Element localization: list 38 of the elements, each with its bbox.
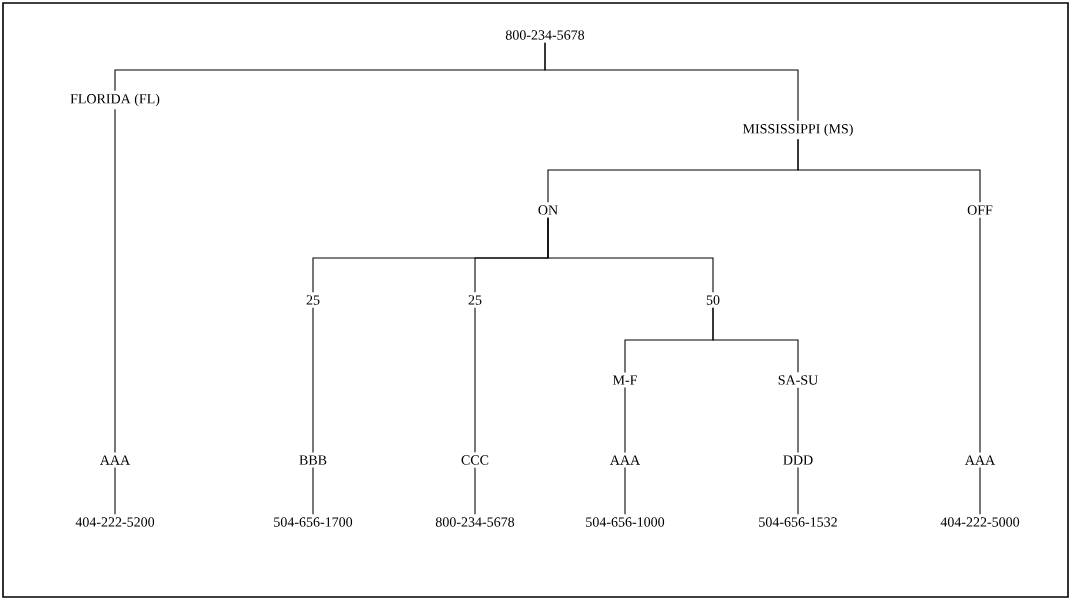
connector-line	[474, 467, 476, 515]
node-label: 404-222-5000	[940, 517, 1020, 527]
node-label: AAA	[610, 455, 641, 465]
node-label: FLORIDA (FL)	[70, 93, 160, 107]
node-label: 25	[468, 295, 482, 305]
node-label: MISSISSIPPI (MS)	[742, 123, 853, 137]
connector-line	[544, 42, 799, 122]
connector-line	[797, 138, 981, 203]
connector-line	[979, 467, 981, 515]
node-label: SA-SU	[778, 375, 818, 385]
connector-line	[114, 108, 116, 453]
node-label: 504-656-1532	[759, 517, 837, 527]
connector-line	[712, 307, 799, 373]
node-label: OFF	[967, 205, 993, 215]
node-label: 50	[706, 295, 720, 305]
node-label: AAA	[100, 455, 131, 465]
node-label: 25	[306, 295, 320, 305]
node-label: ON	[538, 205, 558, 215]
node-label: 504-656-1000	[586, 517, 665, 527]
connector-line	[624, 467, 626, 515]
node-label: 800-234-5678	[505, 30, 585, 40]
connector-line	[797, 387, 799, 453]
node-label: 800-234-5678	[435, 517, 515, 527]
connector-line	[797, 467, 799, 515]
connector-line	[547, 217, 714, 293]
node-label: 404-222-5200	[75, 517, 155, 527]
connector-line	[312, 307, 314, 453]
connector-line	[979, 217, 981, 453]
node-label: CCC	[461, 455, 489, 465]
node-label: AAA	[965, 455, 996, 465]
node-label: BBB	[299, 455, 327, 465]
connector-line	[474, 307, 476, 453]
connector-line	[312, 467, 314, 515]
node-label: DDD	[783, 455, 813, 465]
connector-line	[624, 387, 626, 453]
connector-line	[114, 467, 116, 515]
node-label: M-F	[612, 375, 637, 385]
node-label: 504-656-1700	[274, 517, 353, 527]
